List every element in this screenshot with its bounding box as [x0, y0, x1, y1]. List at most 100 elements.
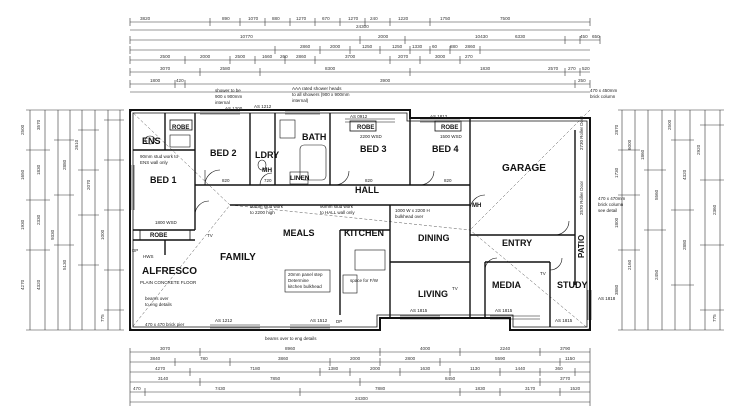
dim-top3-2860: 2860 [300, 44, 311, 49]
label-820-bed4: 820 [444, 178, 452, 183]
dim-right-2: 1800 [614, 217, 619, 228]
dim-top6-1800: 1800 [150, 78, 161, 83]
right-dimension-text: 2870 1730 1800 3880 6000 2160 1860 5560 … [614, 119, 717, 322]
dim-top3-60: 60 [432, 44, 438, 49]
label-dp2: DP [336, 319, 342, 324]
dim-top-670: 670 [322, 16, 330, 21]
dim-bot1-4000: 4000 [420, 346, 431, 351]
top-dimension-ticks [129, 18, 601, 88]
room-bed3: BED 3 [360, 144, 387, 154]
note-brick-column-patio2: brick column [598, 202, 624, 207]
dim-top3-2000: 2000 [330, 44, 341, 49]
dim-right-0: 2870 [614, 124, 619, 135]
dim-top5-8300: 8300 [325, 66, 336, 71]
dim-top-1270: 1270 [296, 16, 307, 21]
note-hall-stud: 90mm stud work [320, 204, 354, 209]
dim-top6-420: 420 [176, 78, 184, 83]
dim-top5-3070: 3070 [160, 66, 171, 71]
dim-bot3-1440: 1440 [515, 366, 526, 371]
note-brick-column-patio: 470 x 470mm [598, 196, 626, 201]
label-as4: AS 1812 [430, 114, 448, 119]
dim-top4-2860: 2860 [296, 54, 307, 59]
note-hall-stud2: to HALL wall only [320, 210, 355, 215]
room-bed2: BED 2 [210, 148, 237, 158]
room-bed4: BED 4 [432, 144, 459, 154]
dim-bot3-2000: 2000 [370, 366, 381, 371]
dim-bot-total: 24300 [355, 396, 368, 401]
dim-top-890: 890 [222, 16, 230, 21]
note-aaa: AAA rated shower heads [292, 86, 342, 91]
dim-bot3-1380: 1380 [328, 366, 339, 371]
room-hall: HALL [355, 185, 379, 195]
dim-left-3: 4270 [20, 279, 25, 290]
ens-shower [169, 134, 191, 148]
dim-bot3-1630: 1630 [420, 366, 431, 371]
note-shower2: 900 x 900mm [215, 94, 243, 99]
dim-top-1750: 1750 [440, 16, 451, 21]
room-mh-garage: MH [472, 203, 481, 209]
note-robe-bed3-w: 2200 WSD [360, 134, 383, 139]
room-ens: ENS [142, 136, 161, 146]
room-robe-ens: ROBE [172, 125, 189, 131]
note-garage-door: 2730 Roller Door [579, 115, 584, 150]
dim-top2-10770: 10770 [240, 34, 253, 39]
room-family: FAMILY [220, 252, 256, 263]
room-bed1: BED 1 [150, 175, 177, 185]
bathtub [299, 144, 327, 181]
label-as9: AS 1815 [555, 318, 573, 323]
label-tv-family: TV [207, 233, 213, 238]
dim-top-7500: 7500 [500, 16, 511, 21]
note-brick-pier: 470 x 470 brick pier [145, 322, 185, 327]
dim-bot4-3770: 3770 [560, 376, 571, 381]
label-as3: AS 0912 [350, 114, 368, 119]
label-hws: HWS [143, 254, 154, 259]
dim-top2-450: 450 [580, 34, 588, 39]
dim-bot5-1830: 1830 [475, 386, 486, 391]
note-alfresco-beams: beams over [145, 296, 169, 301]
dim-top3-2860b: 2860 [465, 44, 476, 49]
dim-top3-880: 880 [450, 44, 458, 49]
note-alfresco-floor: PLAIN CONCRETE FLOOR [140, 280, 197, 285]
label-as6: AS 1512 [310, 318, 328, 323]
dim-bot5-7430: 7430 [215, 386, 226, 391]
left-dimension-lines [26, 109, 124, 331]
dim-top-total: 24300 [356, 24, 369, 29]
dim-bot1-2240: 2240 [500, 346, 511, 351]
dim-top5-2570: 2570 [548, 66, 559, 71]
bottom-dimension-lines [129, 348, 591, 406]
note-beams-over: beams over to eng details [265, 336, 317, 341]
dim-bot2-1150: 1150 [565, 356, 575, 361]
dim-bot5-470: 470 [133, 386, 141, 391]
dim-left-2: 1930 [20, 219, 25, 230]
left-dimension-text: 2500 1650 1930 4270 3570 1830 2330 4320 … [20, 119, 105, 322]
dim-top4-2500b: 2500 [235, 54, 246, 59]
dim-bot4-8450: 8450 [445, 376, 456, 381]
dim-top-1220: 1220 [398, 16, 409, 21]
dim-top4-270: 270 [465, 54, 473, 59]
room-study: STUDY [557, 280, 588, 290]
label-tv-media: TV [540, 271, 546, 276]
dim-left-9: 2880 [62, 159, 67, 170]
label-as2: AS 1212 [254, 104, 272, 109]
note-alfresco-beams2: to eng details [145, 302, 173, 307]
dim-right-3: 3880 [614, 284, 619, 295]
room-patio: PATIO [577, 235, 586, 258]
dim-top-1070: 1070 [248, 16, 259, 21]
dim-bot2-780: 780 [200, 356, 208, 361]
dim-right-9: 2500 [667, 119, 672, 130]
dim-right-13: 2360 [712, 204, 717, 215]
fixtures [144, 119, 386, 294]
note-plinth3: kitchen bulkhead [288, 284, 322, 289]
dim-bot3-1130: 1130 [470, 366, 480, 371]
note-family-stud: 90mm stud work [250, 204, 284, 209]
label-720: 720 [264, 178, 272, 183]
bottom-dimension-text: 3070 8960 4000 2240 3790 3840 780 3860 2… [133, 346, 581, 401]
room-robe-bed4: ROBE [441, 125, 458, 131]
room-entry: ENTRY [502, 238, 532, 248]
dim-bot2-3860: 3860 [278, 356, 289, 361]
dim-left-4: 3570 [36, 119, 41, 130]
dim-bot3-7180: 7180 [250, 366, 261, 371]
label-as8: AS 1815 [495, 308, 513, 313]
fridge-space [342, 274, 358, 294]
